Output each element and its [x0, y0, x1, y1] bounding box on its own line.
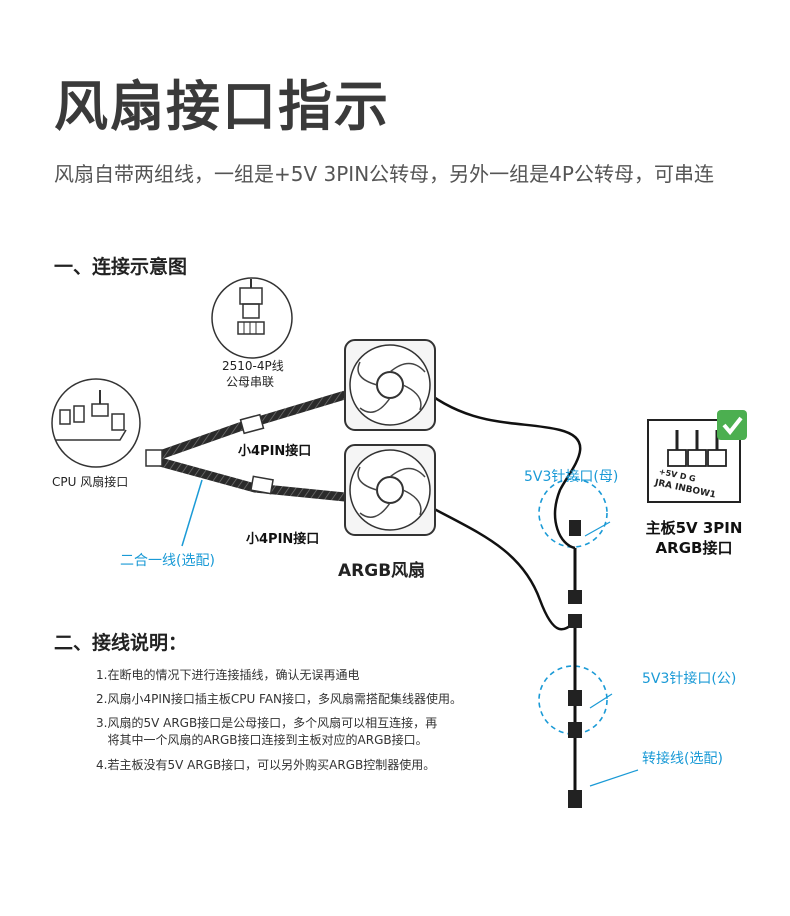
note-2: 2.风扇小4PIN接口插主板CPU FAN接口，多风扇需搭配集线器使用。 [96, 692, 463, 706]
cpu-fan-header-label: CPU 风扇接口 [52, 475, 129, 489]
female-3pin-highlight [538, 478, 608, 548]
note-3: 3.风扇的5V ARGB接口是公母接口，多个风扇可以相互连接，再 [96, 716, 438, 730]
argb-fan-top-icon [344, 339, 436, 431]
note-4: 4.若主板没有5V ARGB接口，可以另外购买ARGB控制器使用。 [96, 758, 436, 772]
splitter-label: 二合一线(选配) [120, 553, 215, 569]
note-1: 1.在断电的情况下进行连接插线，确认无误再通电 [96, 668, 360, 682]
connector-2510-label-2: 公母串联 [226, 375, 275, 389]
motherboard-label-2: ARGB接口 [655, 539, 733, 557]
adapter-label: 转接线(选配) [642, 751, 723, 767]
check-icon [717, 410, 747, 440]
small-4pin-label-top: 小4PIN接口 [238, 444, 312, 459]
cpu-header-zoom-icon [51, 378, 141, 468]
motherboard-label-1: 主板5V 3PIN [645, 519, 743, 537]
argb-fan-bottom-icon [344, 444, 436, 536]
connector-2510-label-1: 2510-4P线 [222, 359, 284, 373]
motherboard-label: 主板5V 3PIN ARGB接口 [626, 518, 762, 558]
section1-heading: 一、连接示意图 [54, 256, 188, 278]
note-3-cont: 将其中一个风扇的ARGB接口连接到主板对应的ARGB接口。 [96, 733, 428, 747]
page-title: 风扇接口指示 [54, 75, 390, 138]
argb-fan-label: ARGB风扇 [338, 561, 426, 581]
connector-2510-zoom-icon [211, 277, 293, 359]
female-3pin-label: 5V3针接口(母) [524, 469, 619, 485]
male-3pin-highlight [538, 665, 608, 735]
male-3pin-label: 5V3针接口(公) [642, 671, 737, 687]
page-subtitle: 风扇自带两组线，一组是+5V 3PIN公转母，另外一组是4P公转母，可串连 [54, 162, 714, 186]
small-4pin-label-bottom: 小4PIN接口 [246, 532, 320, 547]
section2-heading: 二、接线说明： [54, 632, 188, 654]
